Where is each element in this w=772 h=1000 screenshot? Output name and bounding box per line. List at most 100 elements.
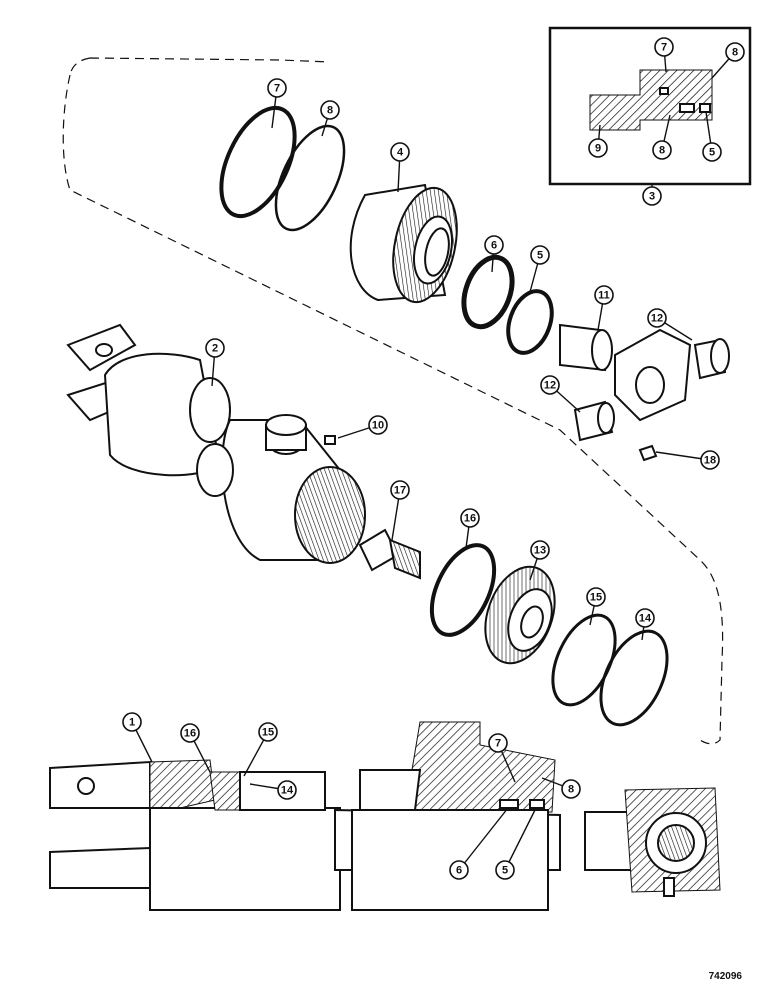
callout-circle bbox=[642, 186, 662, 206]
callout-number: 15 bbox=[590, 592, 602, 604]
callout-c14-top: 14 bbox=[635, 608, 655, 641]
callout-number: 2 bbox=[212, 343, 218, 355]
callout-number: 14 bbox=[639, 613, 652, 625]
callout-number: 10 bbox=[372, 420, 384, 432]
exploded-view-boundary bbox=[62, 57, 724, 745]
plug-10 bbox=[324, 435, 336, 445]
callout-circle bbox=[586, 587, 606, 607]
barrel-clevis-2 bbox=[66, 323, 231, 477]
callout-number: 8 bbox=[568, 784, 574, 796]
bolt-17 bbox=[358, 528, 421, 580]
callout-c8-top: 8 bbox=[320, 100, 340, 137]
callout-circle bbox=[647, 308, 667, 328]
callout-circle bbox=[588, 138, 608, 158]
bushing-12-left bbox=[573, 400, 615, 442]
callout-circle bbox=[390, 480, 410, 500]
callout-number: 4 bbox=[397, 147, 404, 159]
callout-c18: 18 bbox=[655, 450, 720, 470]
callout-number: 14 bbox=[281, 785, 294, 797]
callout-number: 12 bbox=[651, 313, 663, 325]
callout-c4: 4 bbox=[390, 142, 410, 193]
callout-circle bbox=[267, 78, 287, 98]
callout-number: 16 bbox=[184, 728, 196, 740]
callout-c6-top: 6 bbox=[484, 235, 504, 273]
callout-c8-bot: 8 bbox=[541, 777, 581, 799]
backup-ring-8 bbox=[274, 124, 346, 232]
callout-circle bbox=[449, 860, 469, 880]
callout-circle bbox=[654, 37, 674, 57]
callout-number: 6 bbox=[456, 865, 462, 877]
callout-number: 8 bbox=[327, 105, 333, 117]
callout-circle bbox=[484, 235, 504, 255]
callout-circle bbox=[277, 780, 297, 800]
callout-c5-bot: 5 bbox=[495, 807, 537, 880]
callout-c5-inset: 5 bbox=[702, 111, 722, 162]
callout-number: 8 bbox=[732, 47, 738, 59]
callout-circle bbox=[725, 42, 745, 62]
callout-circle bbox=[594, 285, 614, 305]
callout-number: 3 bbox=[649, 191, 655, 203]
callout-c9-inset: 9 bbox=[588, 124, 608, 158]
callout-c2: 2 bbox=[205, 338, 225, 387]
callout-c12-b: 12 bbox=[540, 375, 581, 413]
callout-circle bbox=[530, 540, 550, 560]
callout-circle bbox=[460, 508, 480, 528]
callout-c13: 13 bbox=[529, 540, 550, 581]
callout-c10: 10 bbox=[337, 415, 388, 439]
barrel-tube bbox=[196, 414, 366, 564]
callout-circle bbox=[258, 722, 278, 742]
figure-number: 742096 bbox=[708, 971, 742, 982]
callout-circle bbox=[390, 142, 410, 162]
callout-c7-top: 7 bbox=[267, 78, 287, 129]
callout-circle bbox=[495, 860, 515, 880]
rod-seal-5 bbox=[506, 289, 554, 355]
callout-circle bbox=[488, 733, 508, 753]
callout-number: 9 bbox=[595, 143, 601, 155]
callout-circle bbox=[180, 723, 200, 743]
callout-number: 5 bbox=[709, 147, 715, 159]
piston-ring-14 bbox=[599, 629, 669, 727]
callout-c8-inset-a: 8 bbox=[711, 42, 745, 79]
callout-c11: 11 bbox=[594, 285, 614, 331]
callout-c5-top: 5 bbox=[529, 245, 550, 293]
callout-number: 11 bbox=[598, 290, 610, 302]
grease-fitting-18 bbox=[638, 444, 658, 462]
leader-line bbox=[504, 807, 537, 871]
callout-circle bbox=[205, 338, 225, 358]
callout-c14-bot: 14 bbox=[249, 780, 297, 800]
inset-detail-box bbox=[548, 26, 752, 186]
callout-c1: 1 bbox=[122, 712, 153, 763]
callout-number: 13 bbox=[534, 545, 546, 557]
callout-circle bbox=[635, 608, 655, 628]
callout-circle bbox=[530, 245, 550, 265]
cylinder-gland-4 bbox=[349, 183, 458, 304]
callout-number: 7 bbox=[274, 83, 280, 95]
bushing-12-right bbox=[693, 338, 730, 380]
callout-number: 7 bbox=[661, 42, 667, 54]
callout-c12-a: 12 bbox=[647, 308, 693, 341]
split-ring-16 bbox=[429, 543, 497, 637]
callout-number: 6 bbox=[491, 240, 497, 252]
callout-circle bbox=[652, 140, 672, 160]
leader-line bbox=[458, 807, 509, 871]
callout-number: 8 bbox=[659, 145, 665, 157]
assembled-cross-section bbox=[49, 721, 721, 911]
wiper-seal-6 bbox=[461, 254, 515, 330]
callout-c7-inset: 7 bbox=[654, 37, 674, 73]
callout-circle bbox=[702, 142, 722, 162]
callout-c6-bot: 6 bbox=[449, 807, 509, 880]
rod-eye-11 bbox=[559, 323, 692, 422]
callout-c15-bot: 15 bbox=[243, 722, 278, 777]
callout-c16-bot: 16 bbox=[180, 723, 211, 773]
seal-ring-7 bbox=[219, 105, 297, 219]
callout-number: 16 bbox=[464, 513, 476, 525]
callout-number: 18 bbox=[704, 455, 716, 467]
callout-circle bbox=[320, 100, 340, 120]
callout-c15-top: 15 bbox=[586, 587, 606, 626]
callout-number: 5 bbox=[537, 250, 543, 262]
callout-number: 12 bbox=[544, 380, 556, 392]
callout-circle bbox=[540, 375, 560, 395]
callout-number: 7 bbox=[495, 738, 501, 750]
